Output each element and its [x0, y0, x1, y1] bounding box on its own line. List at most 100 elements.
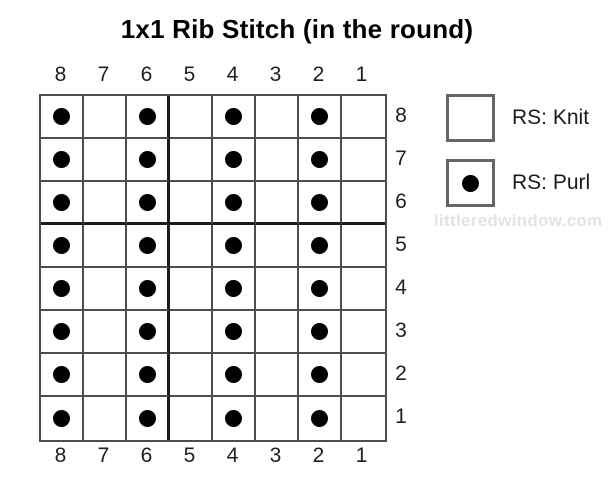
- grid-cell-purl-dot: [41, 182, 84, 225]
- grid-cell-purl-dot: [213, 182, 256, 225]
- grid-cell-purl-dot: [41, 225, 84, 268]
- stitch-number-bottom: 2: [312, 444, 325, 467]
- row-number-right: 6: [395, 190, 407, 213]
- grid-cell-purl-dot: [299, 397, 342, 440]
- purl-dot-icon: [311, 366, 328, 383]
- grid-cell-knit-empty: [256, 397, 299, 440]
- purl-dot-icon: [311, 151, 328, 168]
- grid-cell-knit-empty: [170, 225, 213, 268]
- grid-cell-purl-dot: [213, 354, 256, 397]
- grid-cell-knit-empty: [84, 268, 127, 311]
- watermark: littleredwindow.com: [434, 211, 603, 230]
- grid-cell-purl-dot: [213, 139, 256, 182]
- purl-dot-icon: [53, 237, 70, 254]
- stitch-number-top: 2: [312, 63, 325, 86]
- grid-cell-purl-dot: [41, 96, 84, 139]
- grid-cell-knit-empty: [342, 96, 385, 139]
- purl-dot-icon: [311, 280, 328, 297]
- stitch-grid: [39, 94, 387, 442]
- stitch-number-top: 1: [355, 63, 368, 86]
- purl-dot-icon: [138, 151, 156, 168]
- purl-dot-icon: [225, 193, 242, 211]
- purl-dot-icon: [225, 280, 242, 297]
- grid-cell-knit-empty: [170, 397, 213, 440]
- grid-cell-knit-empty: [84, 225, 127, 268]
- stitch-number-bottom: 6: [140, 444, 153, 467]
- grid-cell-purl-dot: [41, 397, 84, 440]
- grid-cell-knit-empty: [256, 139, 299, 182]
- grid-cell-knit-empty: [342, 311, 385, 354]
- grid-cell-purl-dot: [41, 354, 84, 397]
- grid-cell-knit-empty: [170, 139, 213, 182]
- grid-cell-purl-dot: [127, 311, 170, 354]
- legend-label: RS: Purl: [512, 171, 591, 194]
- grid-cell-purl-dot: [213, 268, 256, 311]
- grid-cell-purl-dot: [299, 139, 342, 182]
- grid-cell-purl-dot: [127, 225, 170, 268]
- grid-cell-knit-empty: [342, 139, 385, 182]
- grid-cell-knit-empty: [342, 225, 385, 268]
- purl-dot-icon: [311, 193, 328, 211]
- stitch-number-top: 6: [140, 63, 153, 86]
- purl-dot-icon: [225, 366, 242, 383]
- grid-cell-knit-empty: [256, 354, 299, 397]
- purl-dot-icon: [53, 323, 70, 340]
- grid-cell-knit-empty: [170, 311, 213, 354]
- purl-dot-icon: [53, 108, 70, 125]
- purl-dot-icon: [138, 366, 156, 383]
- purl-dot-icon: [225, 323, 242, 340]
- stitch-number-bottom: 1: [355, 444, 368, 467]
- grid-cell-purl-dot: [213, 96, 256, 139]
- grid-cell-knit-empty: [342, 354, 385, 397]
- stitch-number-bottom: 8: [54, 444, 67, 467]
- grid-cell-knit-empty: [170, 354, 213, 397]
- purl-dot-icon: [138, 280, 156, 297]
- stitch-number-top: 8: [54, 63, 67, 86]
- grid-cell-purl-dot: [213, 311, 256, 354]
- purl-dot-icon: [311, 410, 328, 427]
- dot-square-icon: [446, 159, 495, 207]
- legend-label: RS: Knit: [512, 106, 590, 129]
- purl-dot-icon: [138, 410, 156, 427]
- stitch-number-bottom: 7: [97, 444, 110, 467]
- grid-cell-purl-dot: [299, 96, 342, 139]
- grid-cell-knit-empty: [342, 397, 385, 440]
- grid-cell-purl-dot: [299, 268, 342, 311]
- legend-item: RS: Purl: [446, 159, 590, 207]
- purl-dot-icon: [138, 108, 156, 125]
- purl-dot-icon: [225, 151, 242, 168]
- grid-cell-knit-empty: [256, 225, 299, 268]
- grid-cell-purl-dot: [213, 397, 256, 440]
- purl-dot-icon: [138, 323, 156, 340]
- grid-cell-knit-empty: [84, 96, 127, 139]
- row-number-right: 2: [395, 362, 407, 385]
- purl-dot-icon: [225, 410, 242, 427]
- grid-cell-knit-empty: [170, 96, 213, 139]
- purl-dot-icon: [53, 410, 70, 427]
- grid-cell-knit-empty: [256, 182, 299, 225]
- purl-dot-icon: [311, 108, 328, 125]
- row-number-right: 5: [395, 233, 407, 256]
- purl-dot-icon: [225, 237, 242, 254]
- grid-cell-purl-dot: [41, 311, 84, 354]
- stitch-number-bottom: 4: [226, 444, 239, 467]
- stitch-number-bottom: 3: [269, 444, 282, 467]
- grid-cell-purl-dot: [127, 397, 170, 440]
- empty-square-icon: [446, 94, 495, 142]
- purl-dot-icon: [53, 151, 70, 168]
- grid-cell-knit-empty: [84, 354, 127, 397]
- row-number-right: 1: [395, 405, 407, 428]
- grid-cell-purl-dot: [127, 182, 170, 225]
- grid-cell-knit-empty: [170, 268, 213, 311]
- grid-cell-purl-dot: [299, 354, 342, 397]
- grid-cell-knit-empty: [170, 182, 213, 225]
- purl-dot-icon: [53, 280, 70, 297]
- grid-cell-knit-empty: [84, 311, 127, 354]
- grid-cell-knit-empty: [84, 182, 127, 225]
- grid-cell-purl-dot: [299, 225, 342, 268]
- grid-cell-purl-dot: [299, 182, 342, 225]
